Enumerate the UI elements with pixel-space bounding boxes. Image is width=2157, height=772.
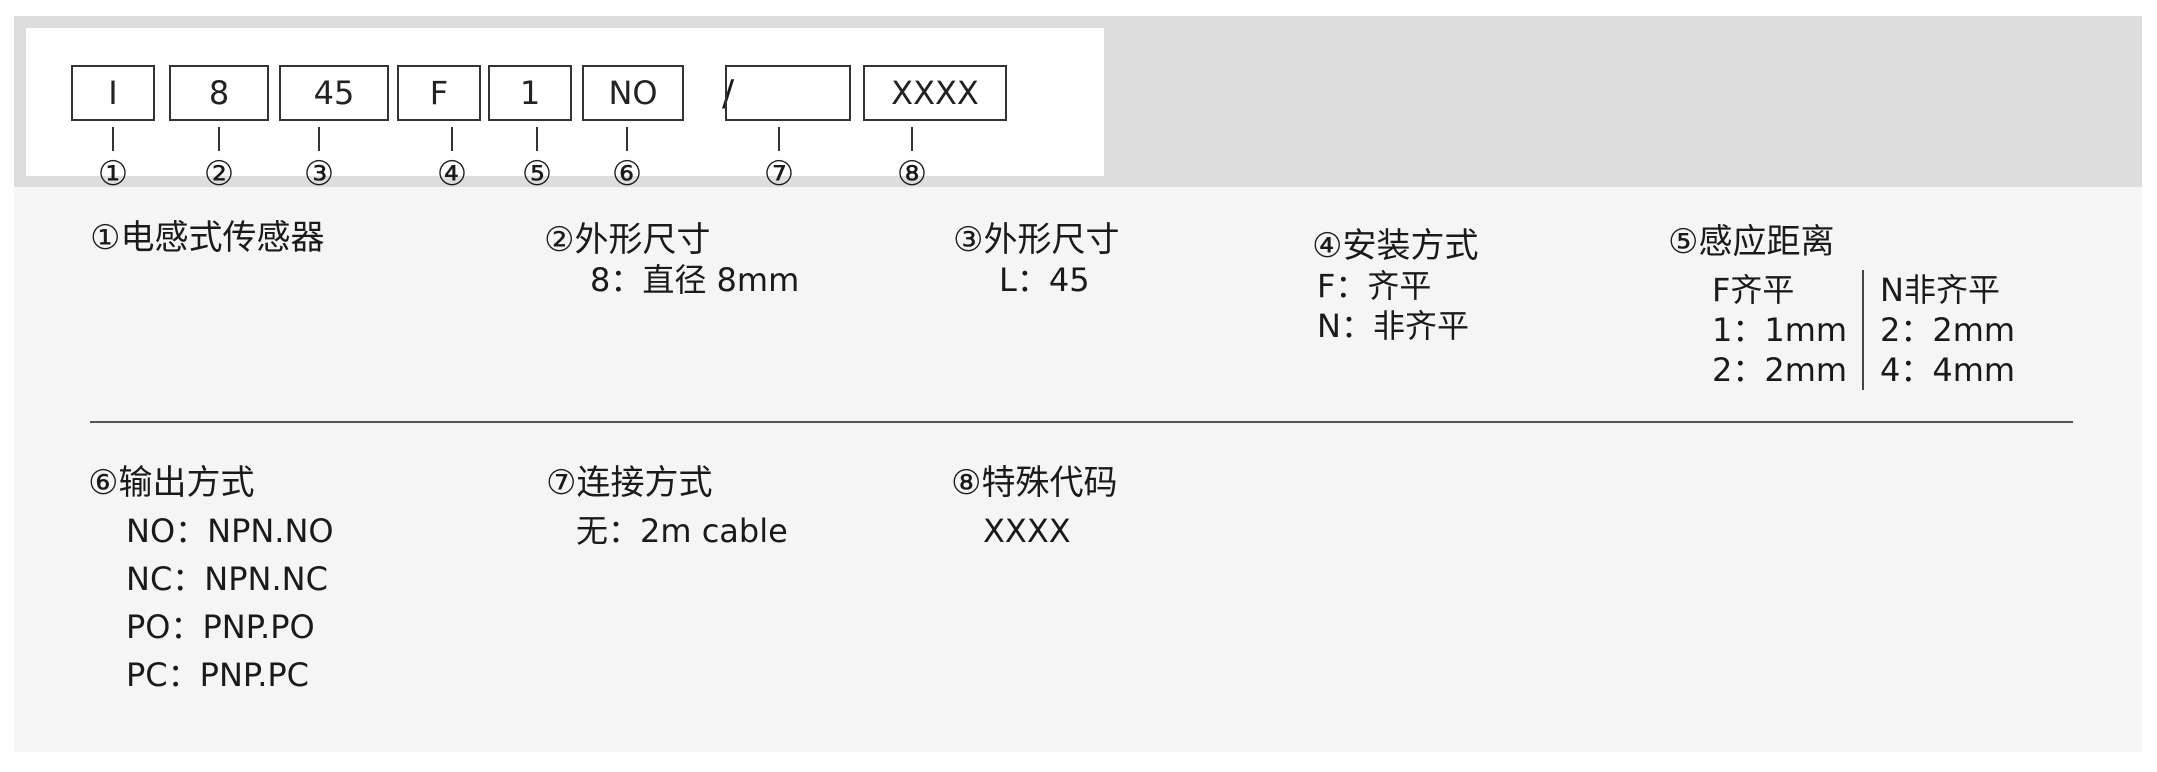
section-6-line-2: NC：NPN.NC [126, 560, 328, 598]
section-5-flush-row-1: 1：1mm [1712, 311, 1848, 349]
code-box-1: I [71, 65, 155, 121]
tick-2 [218, 127, 220, 151]
marker-2: ② [203, 154, 235, 194]
section-5-flush-column: F齐平 1：1mm 2：2mm [1712, 270, 1847, 390]
section-3: ③外形尺寸 L：45 [953, 220, 1119, 300]
section-2-title: ②外形尺寸 [544, 220, 711, 260]
marker-8: ⑧ [896, 154, 928, 194]
code-box-6: NO [582, 65, 684, 121]
row-divider [90, 421, 2073, 423]
section-5-nonflush-column: N非齐平 2：2mm 4：4mm [1880, 270, 2015, 390]
marker-5: ⑤ [521, 154, 553, 194]
section-6-line-4: PC：PNP.PC [126, 656, 310, 694]
marker-4: ④ [436, 154, 468, 194]
section-5-flush-row-2: 2：2mm [1712, 351, 1848, 389]
code-box-4: F [397, 65, 481, 121]
section-5-column-divider [1862, 270, 1864, 390]
section-2-line: 8：直径 8mm [590, 261, 800, 299]
tick-5 [536, 127, 538, 151]
tick-6 [626, 127, 628, 151]
code-box-8: XXXX [863, 65, 1007, 121]
section-8-line: XXXX [983, 512, 1071, 550]
code-box-3: 45 [279, 65, 389, 121]
section-6: ⑥输出方式 NO：NPN.NO NC：NPN.NC PO：PNP.PO PC：P… [88, 459, 334, 699]
legend-panel [14, 187, 2142, 752]
section-5-nonflush-row-2: 4：4mm [1880, 351, 2016, 389]
tick-3 [318, 127, 320, 151]
section-4: ④安装方式 F：齐平 N：非齐平 [1312, 226, 1478, 346]
section-6-line-1: NO：NPN.NO [126, 512, 334, 550]
marker-6: ⑥ [611, 154, 643, 194]
section-6-title: ⑥输出方式 [88, 463, 255, 503]
section-1-title: ①电感式传感器 [90, 218, 325, 258]
marker-3: ③ [303, 154, 335, 194]
section-4-title: ④安装方式 [1312, 226, 1479, 266]
marker-1: ① [97, 154, 129, 194]
section-5-title: ⑤感应距离 [1668, 222, 1835, 262]
code-box-5: 1 [488, 65, 572, 121]
section-4-line-1: F：齐平 [1317, 267, 1432, 305]
tick-8 [911, 127, 913, 151]
section-5-nonflush-row-1: 2：2mm [1880, 311, 2016, 349]
section-3-line: L：45 [999, 261, 1090, 299]
code-box-7 [725, 65, 851, 121]
section-4-line-2: N：非齐平 [1317, 307, 1469, 345]
section-5-flush-header: F齐平 [1712, 271, 1795, 309]
section-7: ⑦连接方式 无：2m cable [546, 459, 788, 555]
section-7-line: 无：2m cable [576, 512, 788, 550]
section-1: ①电感式传感器 [90, 218, 324, 258]
tick-4 [451, 127, 453, 151]
model-code-diagram: I 8 45 F 1 NO / XXXX ① ② ③ ④ ⑤ ⑥ ⑦ ⑧ [26, 28, 1104, 194]
section-6-line-3: PO：PNP.PO [126, 608, 315, 646]
tick-7 [778, 127, 780, 151]
section-5-nonflush-header: N非齐平 [1880, 271, 2000, 309]
tick-1 [112, 127, 114, 151]
marker-7: ⑦ [763, 154, 795, 194]
section-5: ⑤感应距离 [1668, 222, 1834, 262]
section-3-title: ③外形尺寸 [953, 220, 1120, 260]
section-8: ⑧特殊代码 XXXX [951, 459, 1117, 555]
section-2: ②外形尺寸 8：直径 8mm [544, 220, 799, 300]
code-box-2: 8 [169, 65, 269, 121]
section-8-title: ⑧特殊代码 [951, 463, 1118, 503]
section-7-title: ⑦连接方式 [546, 463, 713, 503]
